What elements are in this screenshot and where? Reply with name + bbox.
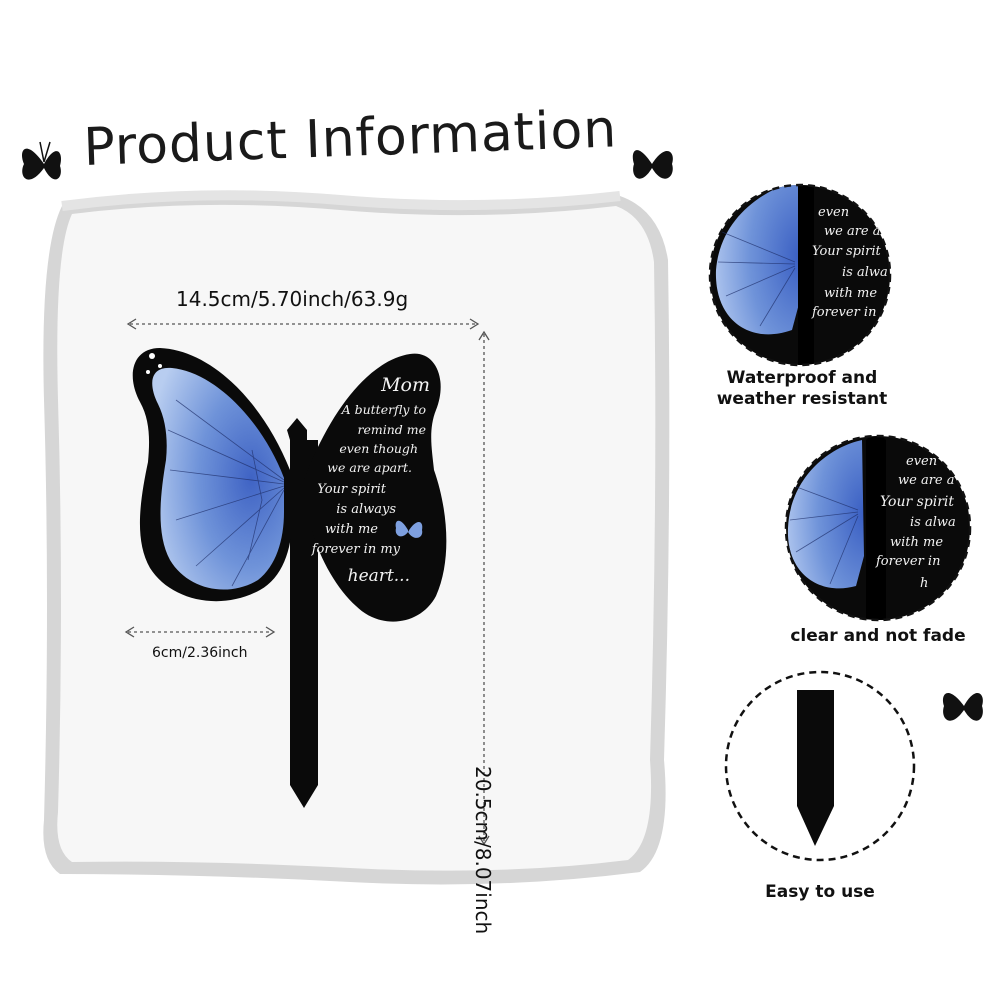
- butterfly-icon: [942, 692, 983, 721]
- feature-caption-waterproof: Waterproof and weather resistant: [702, 368, 902, 410]
- poem-line: with me: [324, 522, 378, 537]
- zoom-poem-line: is alwa: [910, 515, 956, 530]
- caption-line: weather resistant: [716, 389, 888, 409]
- width-dimension-label: 14.5cm/5.70inch/63.9g: [176, 287, 409, 311]
- zoom-poem-line: we are a: [824, 224, 881, 239]
- zoom-poem-line: even: [818, 205, 850, 220]
- poem-line: forever in my: [311, 542, 400, 557]
- zoom-poem-line: we are a: [898, 473, 955, 488]
- stake-dimension-label: 6cm/2.36inch: [152, 645, 248, 661]
- zoom-poem-line: is alwa: [842, 265, 888, 280]
- poem-line: Your spirit: [317, 482, 386, 497]
- feature-caption-easy: Easy to use: [720, 882, 920, 903]
- butterfly-icon: [22, 141, 62, 180]
- zoom-poem-line: forever in: [876, 554, 941, 569]
- zoom-poem-line: even: [906, 454, 938, 469]
- poem-line: remind me: [357, 422, 427, 437]
- poem-line: we are apart.: [327, 460, 412, 475]
- butterfly-icon: [632, 150, 673, 179]
- poem-ending: heart...: [347, 566, 410, 586]
- zoom-poem-line: Your spirit: [812, 244, 881, 259]
- zoom-poem-line: Your spirit: [880, 494, 955, 510]
- zoom-poem-line: h: [920, 576, 929, 591]
- caption-line: Easy to use: [765, 882, 875, 902]
- poem-line: even though: [339, 441, 418, 456]
- poem-line: A butterfly to: [341, 402, 426, 417]
- zoom-poem-line: forever in: [812, 305, 877, 320]
- caption-line: Waterproof and: [726, 368, 878, 388]
- zoom-poem-line: with me: [824, 286, 878, 301]
- poem-heading: Mom: [381, 374, 430, 396]
- feature-caption-no-fade: clear and not fade: [772, 626, 984, 647]
- caption-line: clear and not fade: [790, 626, 966, 646]
- zoom-poem-line: with me: [890, 535, 944, 550]
- poem-line: is always: [336, 502, 396, 517]
